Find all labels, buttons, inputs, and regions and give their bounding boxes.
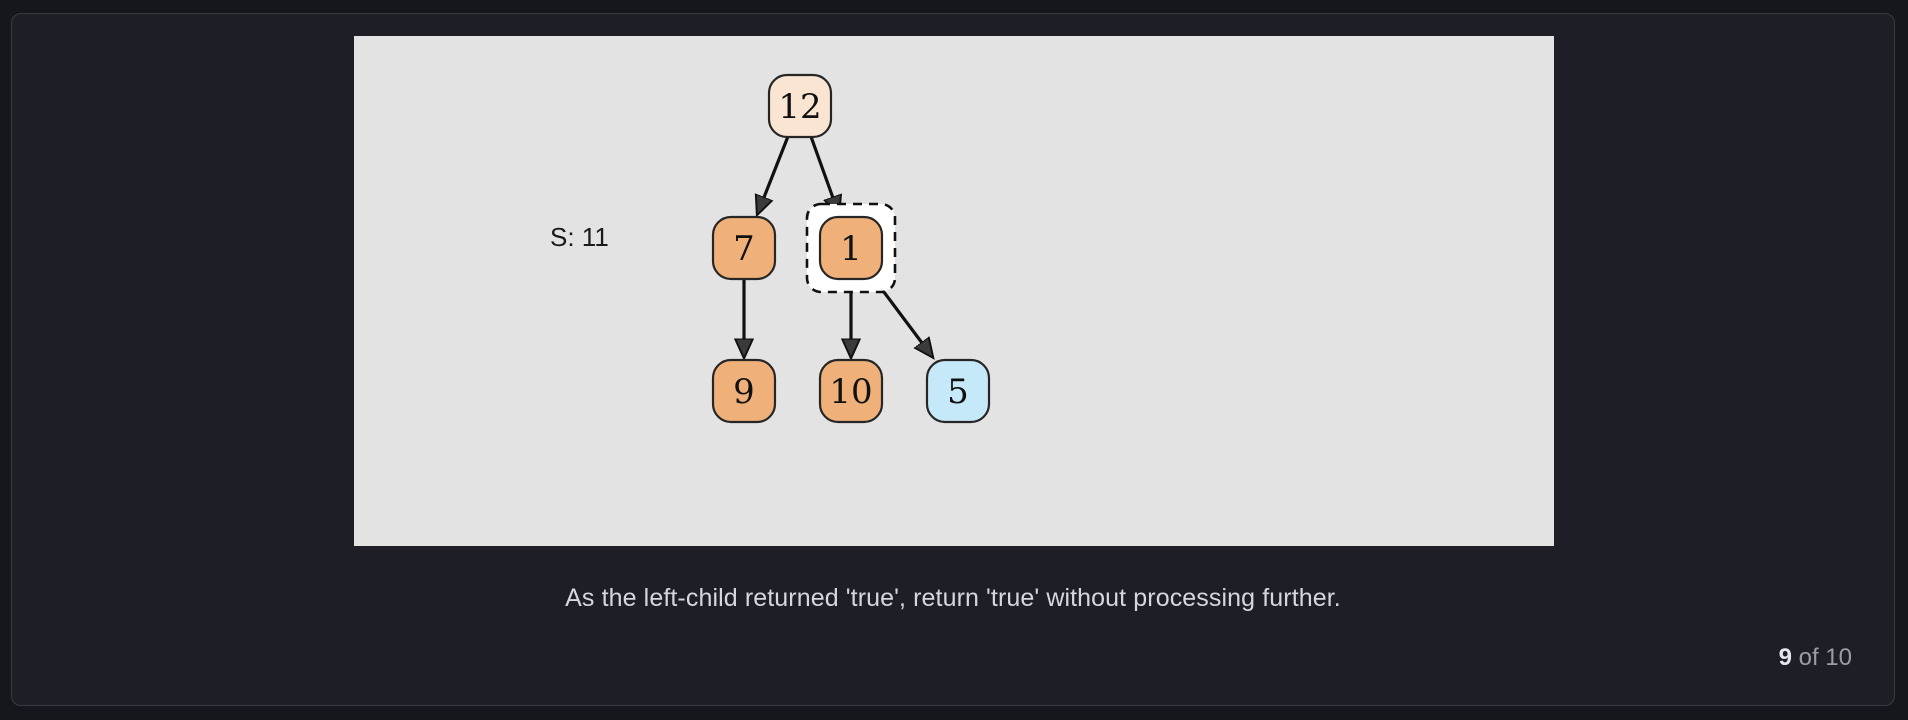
tree-edge-12-7 — [758, 133, 791, 213]
tree-nodes: 12 7 1 9 10 5 — [711, 73, 991, 424]
tree-node-9[interactable]: 9 — [711, 358, 777, 424]
diagram-panel: 12 7 1 9 10 5 S: 11 — [354, 36, 1554, 546]
node-label-1: 1 — [840, 229, 862, 269]
node-label-9: 9 — [733, 372, 755, 412]
tree-node-1[interactable]: 1 — [818, 215, 884, 281]
page-total: 10 — [1825, 644, 1852, 671]
node-shape-10 — [818, 358, 884, 424]
node-label-10: 10 — [829, 372, 872, 412]
node-shape-7 — [711, 215, 777, 281]
node-label-5: 5 — [947, 372, 969, 412]
tree-node-12[interactable]: 12 — [767, 73, 833, 139]
page-current: 9 — [1778, 644, 1792, 671]
node-shape-1 — [818, 215, 884, 281]
page-counter: 9 of 10 — [1779, 644, 1852, 672]
page-separator: of — [1791, 644, 1826, 671]
node-shape-12 — [767, 73, 833, 139]
node-label-12: 12 — [778, 87, 821, 127]
state-label: S: 11 — [550, 222, 609, 252]
tree-diagram: 12 7 1 9 10 5 S: 11 — [550, 73, 991, 424]
node-shape-9 — [711, 358, 777, 424]
slide-card: 12 7 1 9 10 5 S: 11 As the left-child returne… — [11, 13, 1895, 706]
node-shape-5 — [925, 358, 991, 424]
tree-edge-12-1 — [808, 133, 838, 213]
step-caption: As the left-child returned 'true', retur… — [565, 584, 1341, 612]
tree-node-5[interactable]: 5 — [925, 358, 991, 424]
tree-node-7[interactable]: 7 — [711, 215, 777, 281]
tree-node-10[interactable]: 10 — [818, 358, 884, 424]
node-label-7: 7 — [733, 229, 755, 269]
